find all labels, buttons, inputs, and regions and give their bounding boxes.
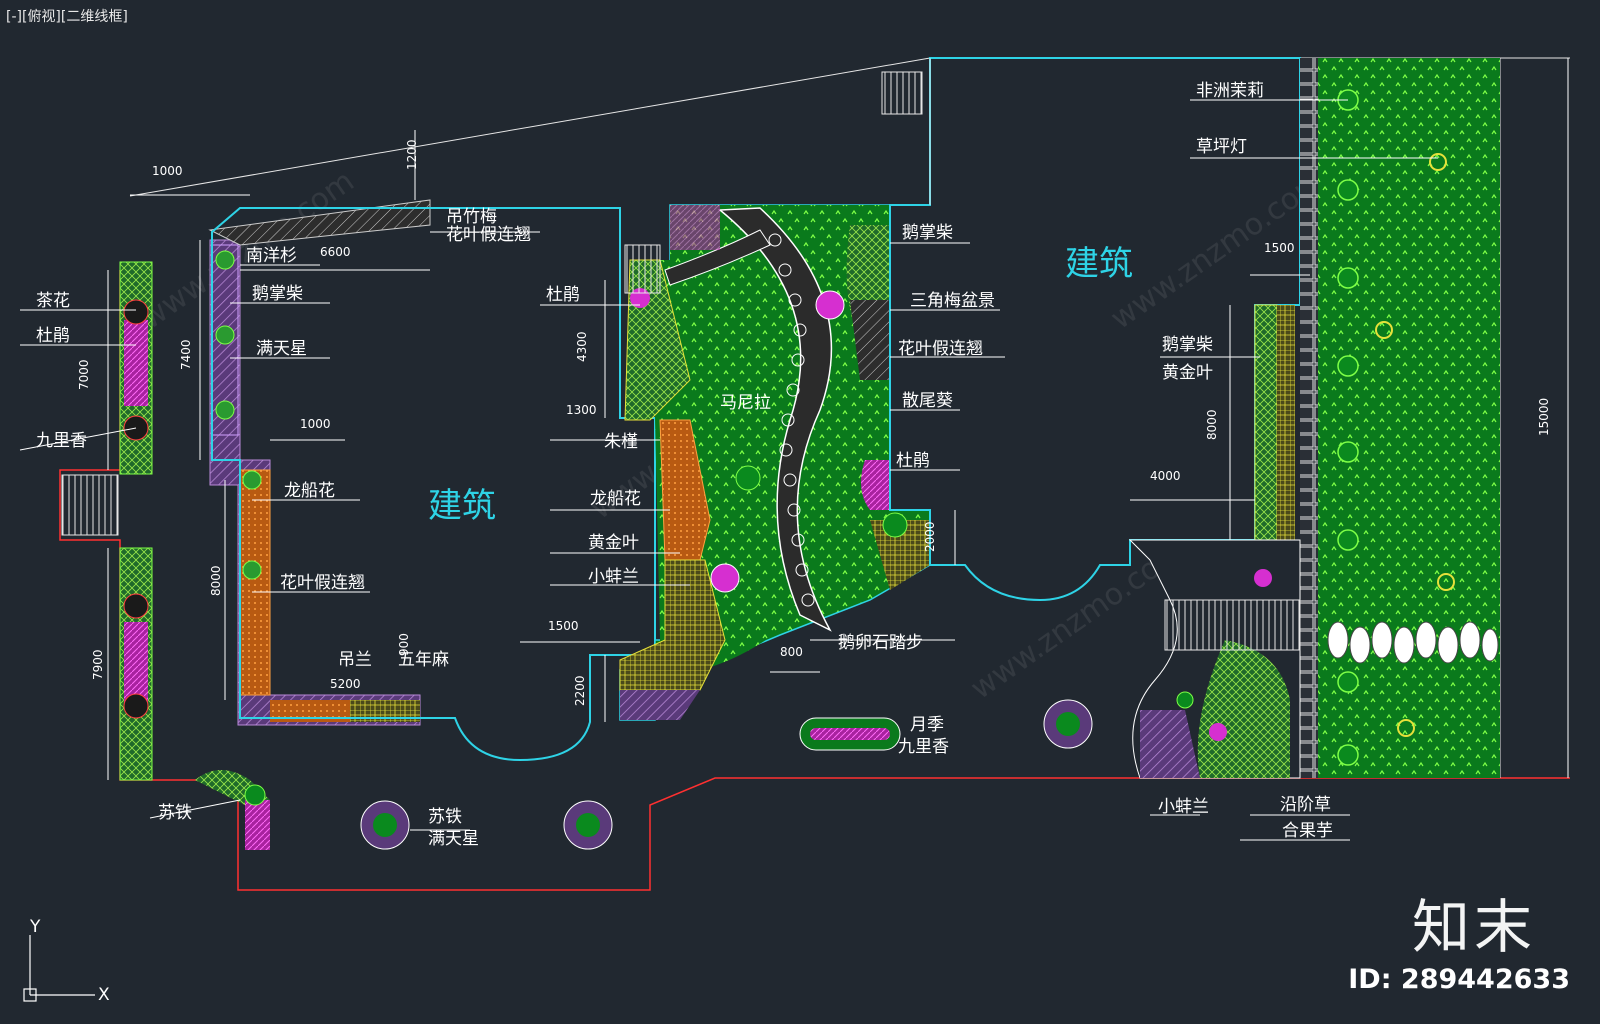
top-stairs [881, 71, 923, 115]
label-huangjinye-mid: 黄金叶 [588, 533, 639, 553]
right-lawn [1318, 58, 1500, 778]
dim-8000-left: 8000 [209, 565, 223, 596]
dimension-texts: 1000 1200 6600 7000 7400 1000 8000 7900 … [77, 139, 1551, 706]
label-yanjiecao: 沿阶草 [1280, 795, 1331, 815]
label-ezhangchai: 鹅掌柴 [252, 284, 303, 304]
right-strip-planting [1254, 58, 1318, 778]
label-dujuan: 杜鹃 [36, 326, 70, 346]
label-sanweikui: 散尾葵 [902, 391, 953, 411]
label-xiaobanlan-bottom: 小蚌兰 [1158, 797, 1209, 817]
left-building-border [208, 199, 431, 726]
label-sutie-b: 苏铁 [428, 807, 462, 827]
label-manila: 马尼拉 [720, 393, 771, 413]
left-entrance-stairs [61, 474, 119, 536]
viewport-label[interactable]: [-][俯视][二维线框] [6, 9, 128, 25]
label-dujuan-right: 杜鹃 [896, 451, 930, 471]
dim-6600: 6600 [320, 245, 351, 259]
axis-y-label: Y [29, 917, 41, 937]
watermark-id: ID: 289442633 [1348, 964, 1570, 995]
dim-1000-mid: 1000 [300, 417, 331, 431]
label-zhujin: 朱槿 [604, 432, 638, 452]
label-dujuan-mid: 杜鹃 [546, 285, 580, 305]
dim-2000: 2000 [923, 521, 937, 552]
label-wunianma: 五年麻 [398, 650, 449, 670]
label-xiaobanlan-mid: 小蚌兰 [588, 567, 639, 587]
dim-1200: 1200 [405, 139, 419, 170]
label-ezhangchai-right: 鹅掌柴 [902, 223, 953, 243]
label-sanjiaomei: 三角梅盆景 [910, 291, 995, 311]
right-building-outline [889, 57, 1301, 602]
label-nanyangshan: 南洋杉 [246, 246, 297, 266]
label-chahua: 茶花 [36, 291, 70, 311]
label-feizhou-moli: 非洲茉莉 [1196, 81, 1264, 101]
label-diaolan: 吊兰 [338, 650, 372, 670]
dim-8000-right: 8000 [1205, 409, 1219, 440]
label-caopingdeng: 草坪灯 [1196, 137, 1247, 157]
central-garden [619, 204, 931, 721]
label-diaozhumei: 吊竹梅 [446, 207, 497, 227]
label-eluanshi: 鹅卵石踏步 [838, 633, 923, 653]
label-jiulixiang-bottom: 九里香 [898, 737, 949, 757]
ucs-axis-icon [23, 935, 95, 1002]
building-label-right: 建筑 [1065, 244, 1133, 284]
axis-x-label: X [98, 985, 110, 1005]
dim-800: 800 [780, 645, 803, 659]
dim-7400: 7400 [179, 339, 193, 370]
label-ezhangchai-far: 鹅掌柴 [1162, 335, 1213, 355]
label-huaye-jialianqiao: 花叶假连翘 [280, 573, 365, 593]
dim-1500-mid: 1500 [548, 619, 579, 633]
svg-text:www.znzmo.com: www.znzmo.com [1105, 164, 1331, 337]
right-bottom-garden [1128, 539, 1301, 779]
dim-1300: 1300 [566, 403, 597, 417]
label-longchuanhua-mid: 龙船花 [590, 489, 641, 509]
left-building-outline [211, 207, 656, 762]
label-yueji: 月季 [910, 715, 944, 735]
dim-1000-top: 1000 [152, 164, 183, 178]
dim-2200: 2200 [573, 675, 587, 706]
plant-labels: 茶花 杜鹃 九里香 南洋杉 鹅掌柴 满天星 龙船花 花叶假连翘 吊兰 五年麻 苏… [36, 81, 1333, 849]
watermark-logo: 知末 [1411, 893, 1536, 961]
leader-lines [19, 99, 1438, 841]
dim-4300: 4300 [575, 331, 589, 362]
label-huaye-top: 花叶假连翘 [446, 225, 531, 245]
label-mantianxing: 满天星 [256, 339, 307, 359]
dimension-lines [107, 58, 1569, 780]
dim-4000: 4000 [1150, 469, 1181, 483]
label-mantianxing-b: 满天星 [428, 829, 479, 849]
dim-5200: 5200 [330, 677, 361, 691]
label-longchuanhua: 龙船花 [284, 481, 335, 501]
building-label-left: 建筑 [428, 486, 496, 526]
label-huangjinye-far: 黄金叶 [1162, 363, 1213, 383]
label-jiulixiang: 九里香 [36, 431, 87, 451]
dim-900: 900 [397, 633, 411, 656]
label-sutie: 苏铁 [158, 803, 192, 823]
dim-7900: 7900 [91, 649, 105, 680]
label-heguoyu: 合果芋 [1282, 821, 1333, 841]
left-hedge-strips [119, 261, 153, 781]
bottom-features [195, 699, 1093, 850]
dim-15000: 15000 [1537, 398, 1551, 436]
label-huaye-right: 花叶假连翘 [898, 339, 983, 359]
mid-stairs [624, 244, 661, 294]
dim-7000: 7000 [77, 359, 91, 390]
dim-1500-right: 1500 [1264, 241, 1295, 255]
